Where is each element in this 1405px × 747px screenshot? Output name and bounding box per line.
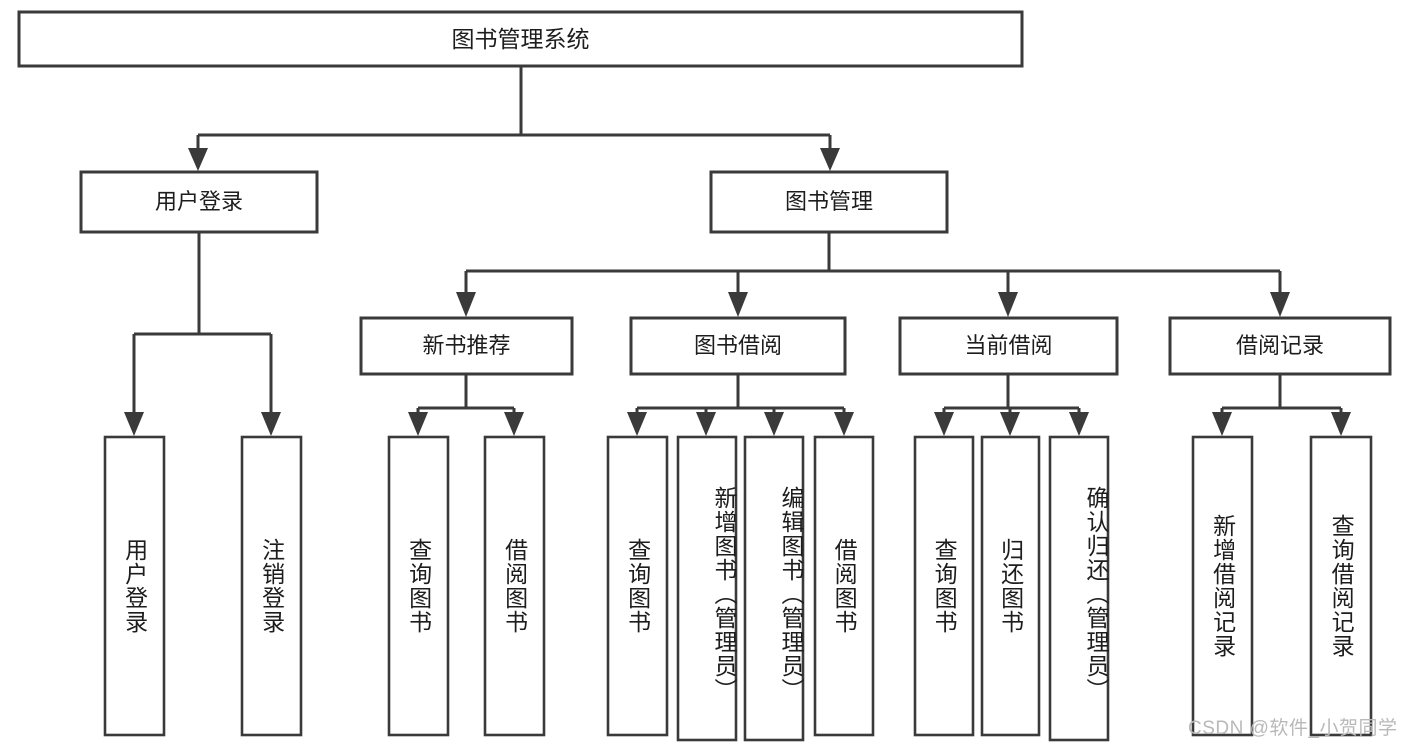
- arrow-head-leaf-query-record: [1331, 412, 1351, 436]
- arrow-head-borrow-record: [1270, 292, 1290, 317]
- node-box-leaf-query-record[interactable]: [1309, 435, 1373, 737]
- node-box-user-login[interactable]: [79, 170, 319, 234]
- node-box-leaf-user-login[interactable]: [103, 435, 166, 737]
- node-box-borrow-record[interactable]: [1168, 316, 1392, 376]
- node-box-leaf-borrow-book-2[interactable]: [813, 435, 875, 737]
- node-box-current-borrow[interactable]: [898, 316, 1119, 376]
- arrow-head-leaf-return-book: [1000, 412, 1020, 436]
- arrow-head-current-borrow: [998, 292, 1018, 317]
- node-box-leaf-confirm-return[interactable]: [1048, 435, 1110, 742]
- node-box-leaf-query-book-2[interactable]: [606, 435, 669, 737]
- arrow-head-leaf-user-logout: [261, 412, 281, 436]
- node-box-leaf-borrow-book-1[interactable]: [483, 435, 546, 737]
- arrow-head-leaf-edit-book: [764, 412, 784, 436]
- node-box-book-management[interactable]: [709, 170, 949, 234]
- node-box-leaf-return-book[interactable]: [980, 435, 1041, 737]
- arrow-head-leaf-borrow-book-2: [834, 412, 854, 436]
- node-box-book-borrow[interactable]: [629, 316, 847, 376]
- node-box-leaf-query-book-1[interactable]: [387, 435, 450, 737]
- arrow-head-leaf-add-book: [696, 412, 716, 436]
- arrow-head-leaf-query-book-3: [934, 412, 954, 436]
- arrow-head-book-management: [820, 148, 840, 171]
- arrow-head-leaf-query-book-1: [408, 412, 428, 436]
- arrow-head-leaf-query-book-2: [627, 412, 647, 436]
- node-box-leaf-query-book-3[interactable]: [913, 435, 975, 737]
- arrow-head-leaf-confirm-return: [1069, 412, 1089, 436]
- arrow-head-leaf-add-record: [1212, 412, 1232, 436]
- arrow-head-new-book-recommend: [456, 292, 476, 317]
- node-box-leaf-edit-book[interactable]: [743, 435, 805, 742]
- node-box-root[interactable]: [17, 10, 1024, 68]
- node-box-new-book-recommend[interactable]: [359, 316, 574, 376]
- csdn-watermark: CSDN @软件_小贺同学: [1188, 718, 1398, 739]
- arrow-head-leaf-user-login: [124, 412, 144, 436]
- node-box-leaf-add-record[interactable]: [1191, 435, 1254, 737]
- arrow-head-leaf-borrow-book-1: [504, 412, 524, 436]
- node-box-leaf-add-book[interactable]: [676, 435, 738, 742]
- arrow-head-book-borrow: [728, 292, 748, 317]
- node-box-leaf-user-logout[interactable]: [240, 435, 303, 737]
- arrow-head-user-login: [188, 148, 208, 171]
